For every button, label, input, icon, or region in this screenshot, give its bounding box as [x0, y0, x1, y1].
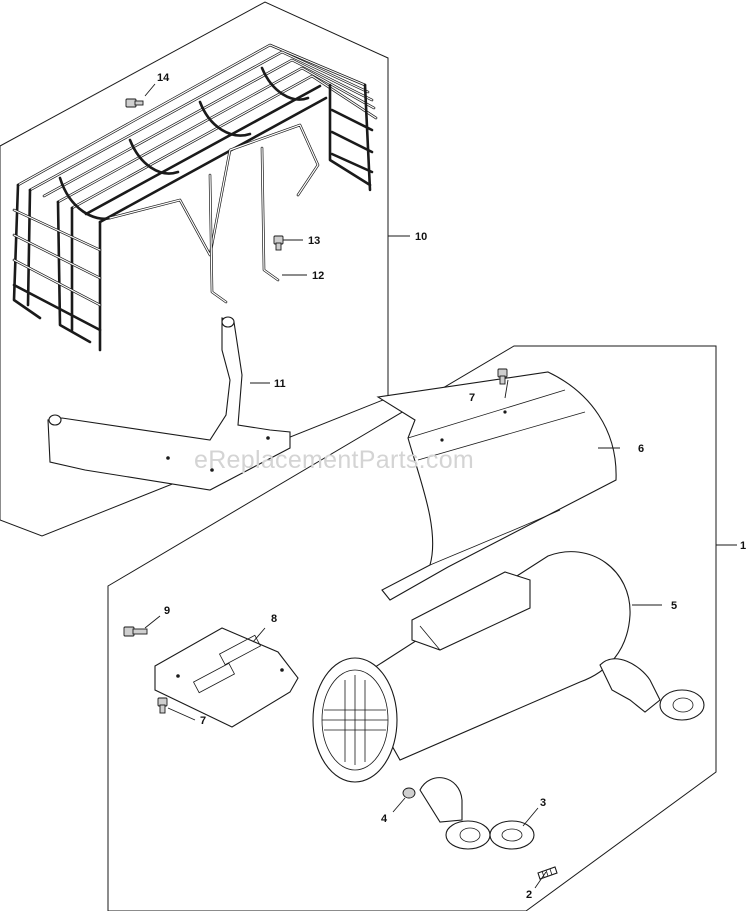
callout-5: 5 — [671, 600, 677, 612]
mounting-plate — [154, 627, 299, 728]
callout-7-lower: 7 — [200, 715, 206, 727]
callout-4: 4 — [381, 813, 388, 825]
callout-3: 3 — [540, 797, 546, 809]
bolt-7-top — [497, 368, 508, 385]
callout-8: 8 — [271, 613, 277, 625]
nut — [402, 787, 416, 799]
bolt-7-lower — [157, 697, 168, 714]
leader-lines-lower — [144, 379, 737, 889]
callout-12: 12 — [312, 270, 324, 282]
gasket — [489, 820, 535, 850]
wire-guard — [12, 43, 378, 352]
callout-6: 6 — [638, 443, 644, 455]
muffler-group-box — [107, 345, 717, 911]
callout-10: 10 — [415, 231, 427, 243]
callout-7-top: 7 — [469, 392, 475, 404]
exhaust-pipes — [419, 658, 705, 850]
support-bracket — [47, 316, 291, 491]
callout-1: 1 — [740, 540, 746, 552]
callout-13: 13 — [308, 235, 320, 247]
callout-14: 14 — [157, 72, 170, 84]
callout-2: 2 — [526, 889, 532, 901]
muffler-body — [312, 551, 631, 783]
callout-9: 9 — [164, 605, 170, 617]
callout-11: 11 — [274, 378, 286, 390]
watermark: eReplacementParts.com — [194, 446, 474, 474]
leader-lines-upper — [144, 83, 410, 384]
heat-shield — [376, 371, 617, 601]
callout-labels: 1 2 3 4 5 6 7 7 8 9 10 11 12 13 14 — [157, 72, 746, 901]
bolt-9 — [123, 626, 148, 637]
bolt-14 — [125, 98, 144, 108]
bolt-13 — [273, 235, 284, 251]
stud — [537, 866, 558, 880]
